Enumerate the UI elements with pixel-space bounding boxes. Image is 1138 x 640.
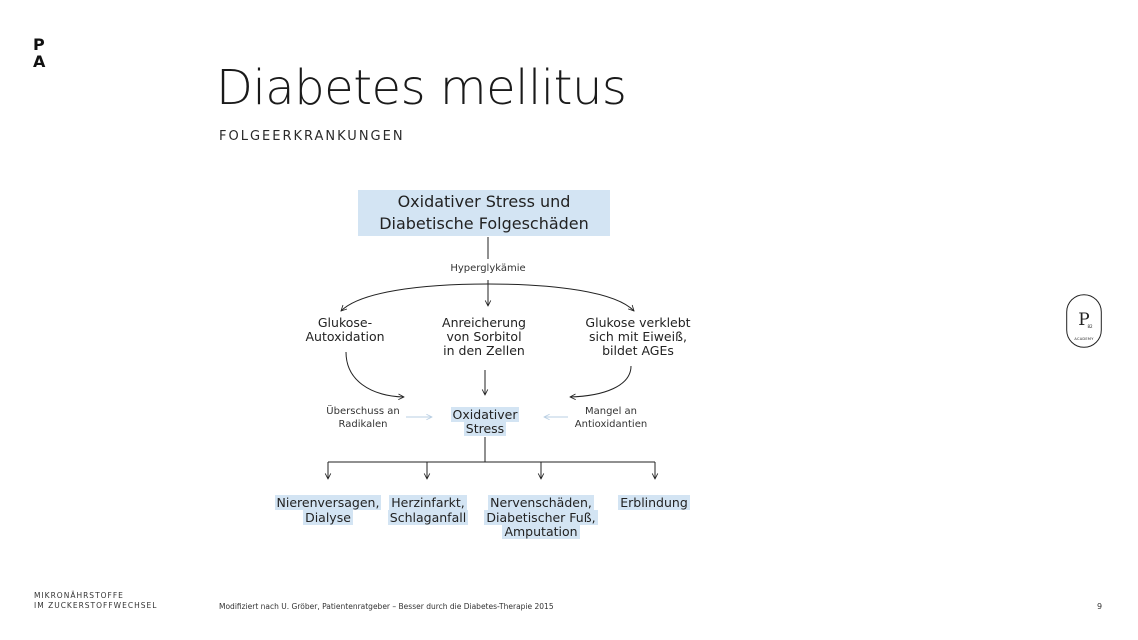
mechanism-left-line-1: Glukose-: [317, 315, 373, 330]
footer-source: Modifiziert nach U. Gröber, Patientenrat…: [219, 602, 554, 611]
page-number: 9: [1097, 602, 1103, 611]
consequence-nerves-line-2: Diabetischer Fuß,: [484, 509, 598, 525]
consequence-kidney-line-2: Dialyse: [303, 509, 353, 525]
mechanism-center: Anreicherung von Sorbitol in den Zellen: [424, 316, 544, 358]
curve-left: [345, 351, 404, 397]
side-right-label: Mangel an Antioxidantien: [566, 405, 656, 431]
consequence-nerves-line-1: Nervenschäden,: [488, 495, 594, 510]
consequence-heart-line-1: Herzinfarkt,: [389, 495, 467, 510]
mechanism-right: Glukose verklebt sich mit Eiweiß, bildet…: [572, 316, 704, 358]
footer-topic-line-2: IM ZUCKERSTOFFWECHSEL: [34, 601, 158, 610]
arc-left: [341, 283, 489, 311]
consequence-kidney-line-1: Nierenversagen,: [274, 495, 382, 510]
center-node: Oxidativer Stress: [440, 407, 530, 436]
mechanism-right-line-1: Glukose verklebt: [585, 315, 691, 330]
consequence-heart: Herzinfarkt, Schlaganfall: [382, 495, 474, 525]
side-left-label: Überschuss an Radikalen: [318, 405, 408, 431]
mechanism-center-line-2: von Sorbitol: [446, 329, 522, 344]
arc-right: [487, 283, 634, 311]
side-left-line-2: Radikalen: [338, 419, 388, 430]
consequence-nerves-line-3: Amputation: [502, 524, 580, 539]
footer-topic: MIKRONÄHRSTOFFE IM ZUCKERSTOFFWECHSEL: [34, 591, 157, 611]
curve-right: [570, 365, 632, 397]
center-node-line-2: Stress: [463, 421, 507, 436]
side-right-line-1: Mangel an: [584, 406, 638, 417]
side-right-line-2: Antioxidantien: [574, 419, 648, 430]
academy-badge: P 82 ACADEMY: [1066, 294, 1102, 348]
mechanism-center-line-1: Anreicherung: [442, 315, 526, 330]
footer-topic-line-1: MIKRONÄHRSTOFFE: [34, 591, 124, 600]
mechanism-left-line-2: Autoxidation: [305, 329, 385, 344]
badge-small: 82: [1087, 324, 1093, 329]
badge-arc-text: ACADEMY: [1074, 337, 1094, 341]
top-box-line-2: Diabetische Folgeschäden: [379, 214, 589, 233]
logo-letter-a: A: [33, 52, 47, 71]
page-title: Diabetes mellitus: [216, 60, 627, 116]
mechanism-center-line-3: in den Zellen: [443, 343, 525, 358]
top-box: Oxidativer Stress und Diabetische Folges…: [358, 190, 610, 236]
brand-logo: P A: [33, 36, 46, 70]
trigger-label: Hyperglykämie: [438, 262, 538, 275]
consequence-eyes-line-1: Erblindung: [618, 495, 690, 510]
consequence-heart-line-2: Schlaganfall: [387, 509, 469, 525]
mechanism-right-line-3: bildet AGEs: [602, 343, 674, 358]
consequence-kidney: Nierenversagen, Dialyse: [270, 495, 386, 525]
consequence-eyes: Erblindung: [612, 495, 696, 511]
badge-letter: P: [1078, 310, 1089, 330]
side-left-line-1: Überschuss an: [326, 406, 400, 417]
consequence-nerves: Nervenschäden, Diabetischer Fuß, Amputat…: [480, 495, 602, 540]
mechanism-right-line-2: sich mit Eiweiß,: [589, 329, 687, 344]
top-box-line-1: Oxidativer Stress und: [397, 192, 571, 211]
logo-letter-p: P: [33, 35, 46, 54]
center-node-line-1: Oxidativer: [450, 407, 520, 422]
page-subtitle: FOLGEERKRANKUNGEN: [219, 129, 405, 144]
mechanism-left: Glukose- Autoxidation: [290, 316, 400, 344]
